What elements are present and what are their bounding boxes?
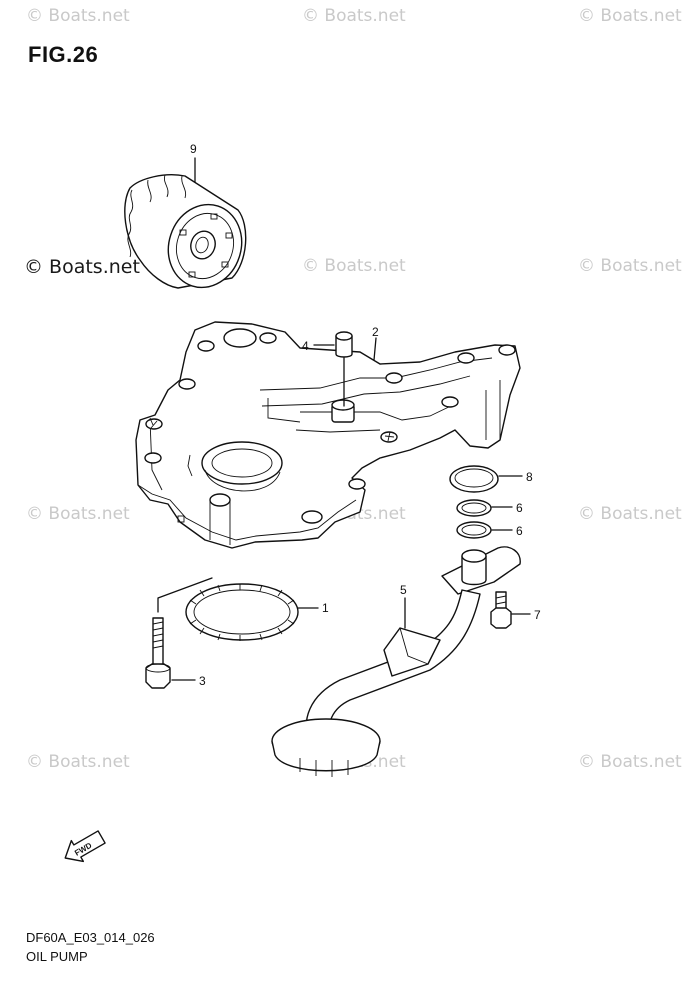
watermark: © Boats.net xyxy=(578,6,682,26)
part-seal-ring[interactable] xyxy=(449,465,499,493)
watermark: © Boats.net xyxy=(578,256,682,276)
drawing-code: DF60A_E03_014_026 xyxy=(26,930,155,945)
part-dowel-pin[interactable] xyxy=(331,331,355,423)
part-oil-strainer[interactable] xyxy=(271,546,521,777)
watermark: © Boats.net xyxy=(26,752,130,772)
callout-7: 7 xyxy=(534,608,541,622)
part-strainer-bolt[interactable] xyxy=(490,591,512,629)
leader-line xyxy=(373,337,377,361)
leader-line xyxy=(157,577,213,613)
part-o-ring[interactable] xyxy=(456,521,492,539)
figure-title: FIG.26 xyxy=(28,42,99,67)
watermark: © Boats.net xyxy=(578,752,682,772)
fwd-arrow-icon: FWD xyxy=(64,830,106,863)
watermark: © Boats.net xyxy=(302,6,406,26)
callout-6a: 6 xyxy=(516,501,523,515)
part-bolt[interactable] xyxy=(145,617,171,689)
callout-2: 2 xyxy=(372,325,379,339)
callout-8: 8 xyxy=(526,470,533,484)
watermark: © Boats.net xyxy=(26,6,130,26)
watermark: © Boats.net xyxy=(26,504,130,524)
callout-4: 4 xyxy=(302,339,309,353)
callout-5: 5 xyxy=(400,583,407,597)
callout-1: 1 xyxy=(322,601,329,615)
callout-9: 9 xyxy=(190,142,197,156)
watermark-prominent: © Boats.net xyxy=(24,256,140,278)
watermark: © Boats.net xyxy=(302,256,406,276)
part-o-ring[interactable] xyxy=(456,499,492,517)
part-oil-pump-body[interactable] xyxy=(135,321,521,549)
figure-caption: OIL PUMP xyxy=(26,949,88,964)
callout-3: 3 xyxy=(199,674,206,688)
callout-6b: 6 xyxy=(516,524,523,538)
part-gasket[interactable] xyxy=(185,583,299,641)
part-oil-filter[interactable] xyxy=(124,174,252,297)
watermark: © Boats.net xyxy=(578,504,682,524)
